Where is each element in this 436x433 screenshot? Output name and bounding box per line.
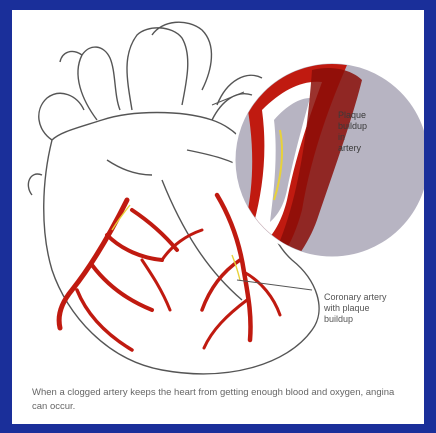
plaque-label: Plaque buildup in artery [338,110,394,154]
heart-illustration [12,10,424,424]
diagram-frame: Plaque buildup in artery Coronary artery… [12,10,424,424]
magnified-artery [234,62,424,275]
coronary-arteries [59,195,280,350]
coronary-artery-label: Coronary artery with plaque buildup [324,292,416,325]
figure-caption: When a clogged artery keeps the heart fr… [32,386,412,414]
